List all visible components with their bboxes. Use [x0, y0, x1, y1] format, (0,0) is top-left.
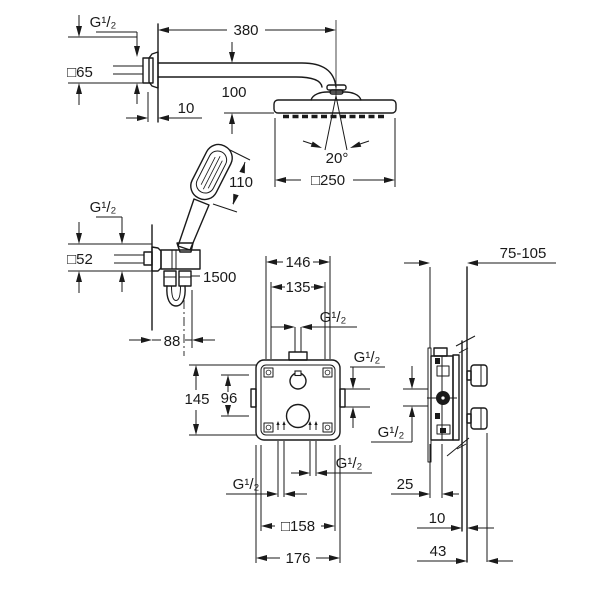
lower-valve-port	[285, 403, 311, 429]
hand-shower-head	[190, 143, 233, 201]
dim-body-depth: 25	[397, 476, 414, 493]
dim-escutcheon-52: □52	[67, 251, 93, 268]
handle-lower	[470, 407, 488, 430]
hand-shower-view	[114, 143, 233, 356]
rough-in-box-front-view	[250, 327, 346, 497]
mounting-box-inner	[260, 364, 336, 436]
dim-box-top-width: 146	[285, 254, 310, 271]
finished-wall	[461, 266, 468, 563]
dim-arm-reach: 380	[233, 22, 258, 39]
dim-swivel-angle: 20°	[326, 150, 349, 167]
mounting-plate	[452, 354, 460, 441]
dim-box-width: 176	[285, 550, 310, 567]
top-port	[288, 351, 308, 361]
head-shower-dimensions: 380 G¹/₂ □65 10 100 20° □250	[67, 14, 396, 189]
thread-label-side-view: G¹/₂	[378, 424, 405, 441]
hose-loop	[166, 285, 186, 307]
dim-install-depth: 75-105	[500, 245, 547, 262]
dim-escutcheon-65: □65	[67, 64, 93, 81]
dim-plate-size: □158	[281, 518, 315, 535]
dim-escutcheon-depth: 10	[178, 100, 195, 117]
dim-head-drop: 100	[221, 84, 246, 101]
dim-box-height: 145	[184, 391, 209, 408]
dim-wall-thickness: 10	[429, 510, 446, 527]
thread-label-head: G¹/₂	[90, 14, 117, 31]
hose-nut-right	[178, 270, 192, 287]
rough-in-front-dimensions: 146 135 G¹/₂ G¹/₂ 145 96 G¹/₂ G¹/₂	[184, 254, 385, 567]
thread-label-box-side: G¹/₂	[354, 349, 381, 366]
side-tab-right	[339, 388, 346, 408]
shower-holder	[160, 249, 201, 270]
dim-hand-shower-length: 110	[229, 174, 253, 191]
dim-holder-offset: 88	[164, 333, 181, 350]
thread-label-hand: G¹/₂	[90, 199, 117, 216]
hose-nut-left	[163, 270, 177, 287]
thread-label-box-bottom-right: G¹/₂	[336, 455, 363, 472]
hand-shower-dimensions: 110 G¹/₂ □52 1500 88	[67, 149, 253, 350]
thread-label-box-bottom-left: G¹/₂	[233, 476, 260, 493]
dim-box-inner-width: 135	[285, 279, 310, 296]
shower-head-dome	[310, 91, 362, 101]
thread-label-box-top: G¹/₂	[320, 309, 347, 326]
side-tab-left	[250, 388, 257, 408]
dim-head-size: □250	[311, 172, 345, 189]
dim-handle-projection: 43	[430, 543, 447, 560]
handle-upper	[470, 364, 488, 387]
dim-port-spacing: 96	[221, 390, 238, 407]
dim-hose-length: 1500	[203, 269, 236, 286]
rough-in-side-dimensions: 75-105 G¹/₂ 25 10 43	[371, 245, 556, 564]
